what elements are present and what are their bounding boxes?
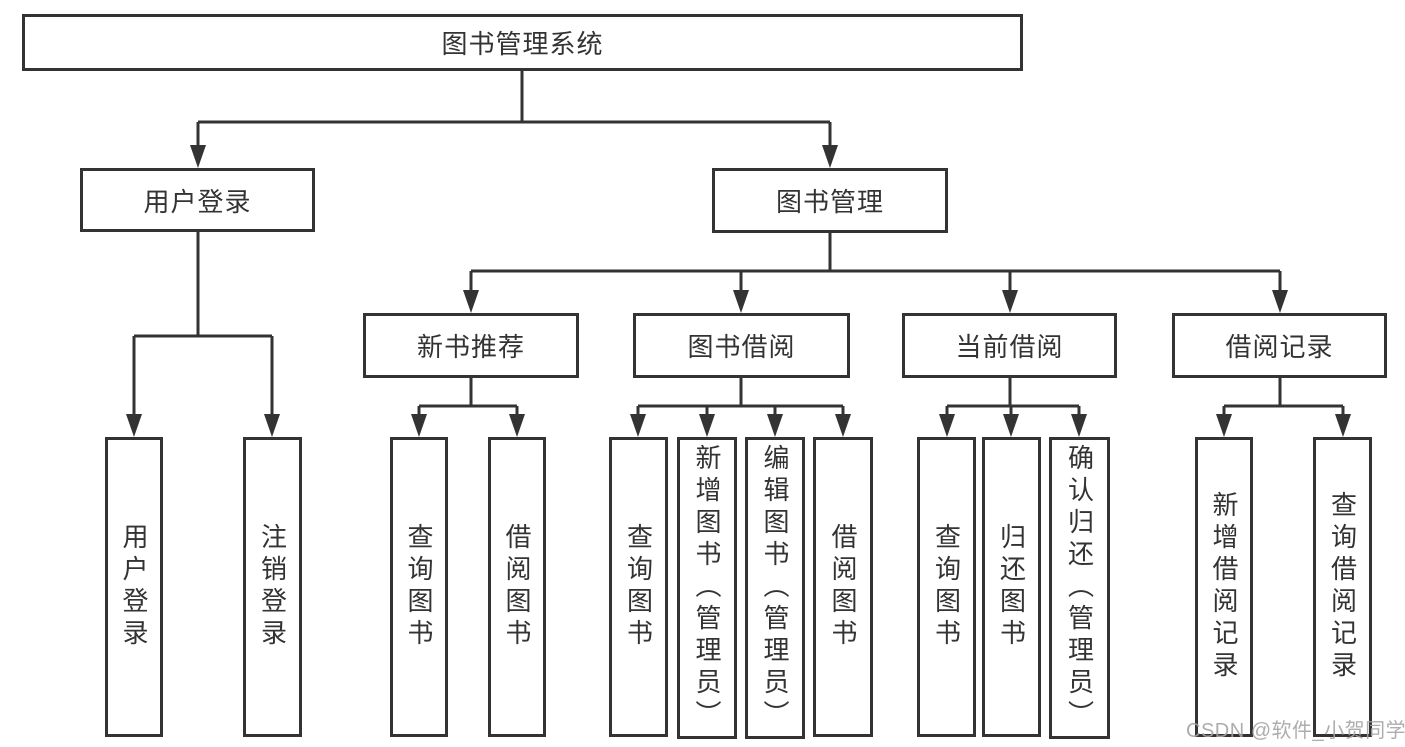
- watermark: CSDN @软件_小贺同学: [1186, 720, 1405, 742]
- leaf-edit-book-admin: 编辑图书（管理员）: [745, 437, 805, 739]
- leaf-query-book-2-label: 查询图书: [623, 523, 654, 651]
- leaf-query-book-3-label: 查询图书: [931, 523, 962, 651]
- node-root: 图书管理系统: [22, 14, 1023, 71]
- leaf-query-book-3: 查询图书: [917, 437, 976, 737]
- node-book-borrow: 图书借阅: [633, 313, 850, 378]
- leaf-user-login-label: 用户登录: [119, 523, 149, 651]
- leaf-query-book-2: 查询图书: [609, 437, 668, 737]
- leaf-add-book-admin-label: 新增图书（管理员）: [692, 444, 722, 732]
- leaf-borrow-book-1: 借阅图书: [488, 437, 546, 737]
- leaf-return-book-label: 归还图书: [996, 523, 1027, 651]
- leaf-edit-book-admin-label: 编辑图书（管理员）: [760, 444, 790, 732]
- leaf-borrow-book-1-label: 借阅图书: [502, 523, 532, 651]
- leaf-query-book-1-label: 查询图书: [404, 523, 434, 651]
- leaf-add-borrow-record: 新增借阅记录: [1195, 437, 1253, 737]
- node-user-login: 用户登录: [80, 168, 315, 232]
- leaf-logout-login: 注销登录: [243, 437, 302, 737]
- leaf-query-book-1: 查询图书: [390, 437, 448, 737]
- leaf-borrow-book-2: 借阅图书: [813, 437, 873, 737]
- leaf-logout-login-label: 注销登录: [257, 523, 288, 651]
- leaf-user-login: 用户登录: [105, 437, 163, 737]
- node-book-management: 图书管理: [712, 168, 948, 233]
- node-current-borrow: 当前借阅: [902, 313, 1117, 378]
- leaf-query-borrow-record: 查询借阅记录: [1313, 437, 1372, 737]
- leaf-query-borrow-record-label: 查询借阅记录: [1327, 491, 1358, 683]
- leaf-add-borrow-record-label: 新增借阅记录: [1209, 491, 1239, 683]
- leaf-confirm-return-admin-label: 确认归还（管理员）: [1064, 444, 1095, 732]
- leaf-confirm-return-admin: 确认归还（管理员）: [1049, 437, 1110, 739]
- leaf-return-book: 归还图书: [982, 437, 1041, 737]
- leaf-borrow-book-2-label: 借阅图书: [828, 523, 858, 651]
- node-borrow-record: 借阅记录: [1172, 313, 1387, 378]
- node-new-book-recommend: 新书推荐: [363, 313, 579, 378]
- leaf-add-book-admin: 新增图书（管理员）: [677, 437, 737, 739]
